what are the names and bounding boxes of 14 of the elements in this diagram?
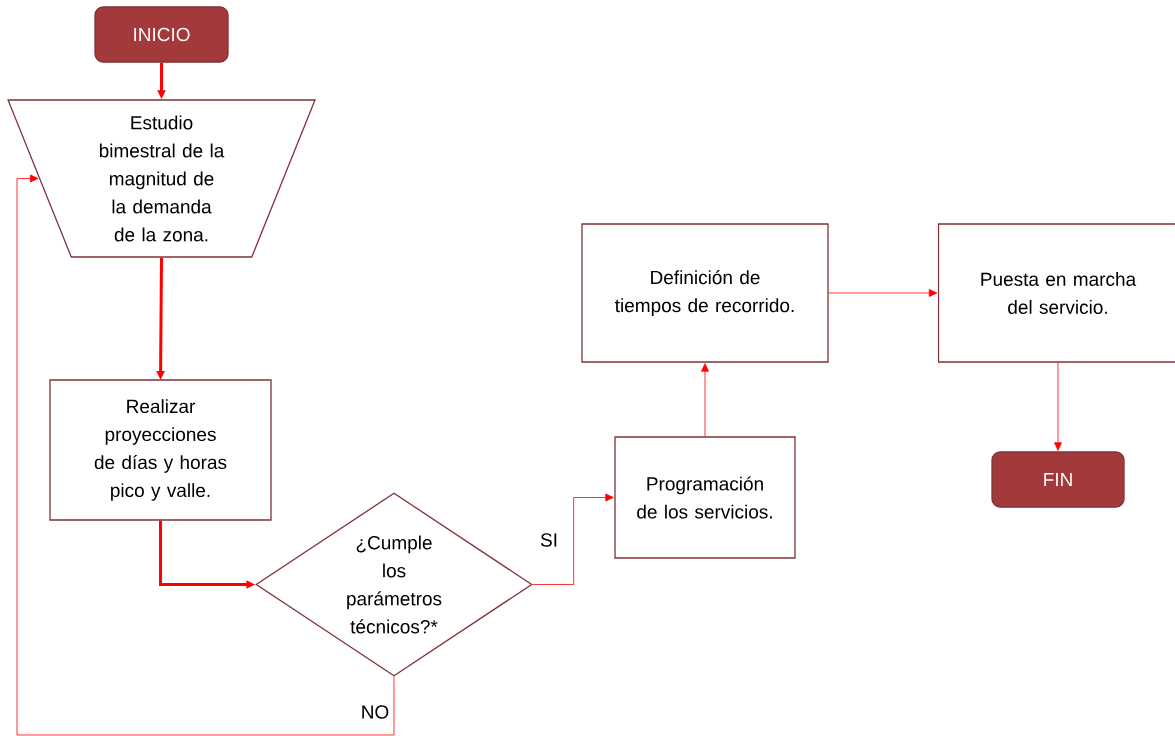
process-box: Programación de los servicios. — [614, 436, 796, 559]
edge-label: NO — [359, 704, 391, 720]
process-box: Definición de tiempos de recorrido. — [581, 223, 829, 363]
terminal-box: INICIO — [94, 6, 229, 63]
edge-label: SI — [539, 532, 559, 548]
arrow — [1054, 362, 1062, 451]
terminal-box: FIN — [991, 451, 1125, 508]
arrow — [16, 174, 395, 736]
arrow — [828, 289, 938, 297]
process-box: Puesta en marcha del servicio. — [937, 223, 1175, 363]
process-box: Realizar proyecciones de días y horas pico y valle. — [49, 379, 272, 521]
arrow — [701, 363, 709, 437]
arrow — [532, 493, 614, 585]
trapezoid-box: Estudio bimestral de la magnitud de la demanda de la zona. — [7, 99, 316, 258]
